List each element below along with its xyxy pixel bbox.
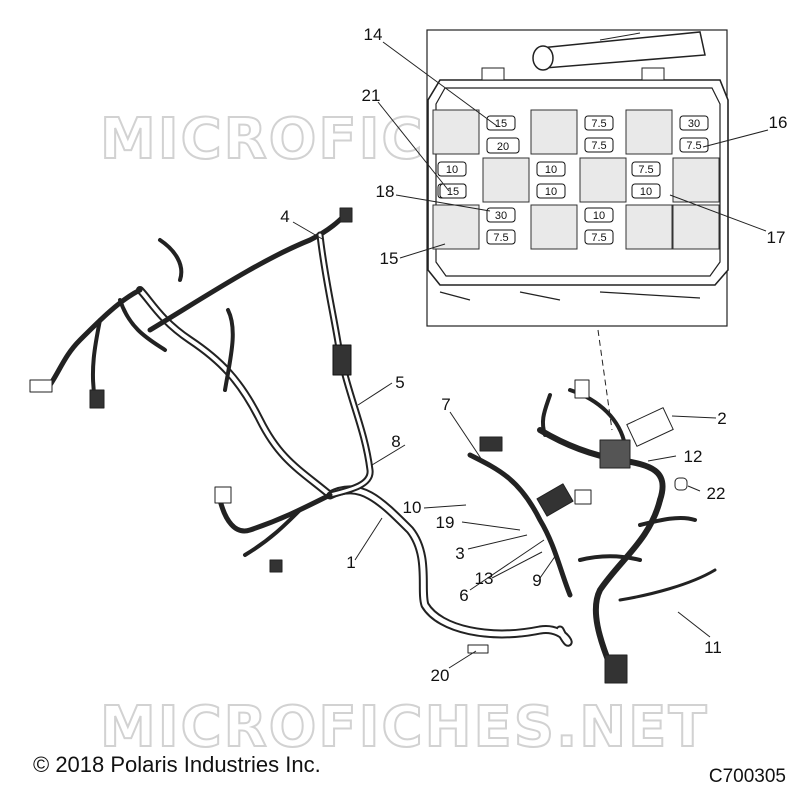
- part-number: C700305: [708, 766, 786, 787]
- callout-6: 6: [459, 586, 468, 605]
- callout-10: 10: [403, 498, 422, 517]
- svg-text:7.5: 7.5: [638, 164, 653, 176]
- fuse-7-5-d: 7.5: [631, 161, 661, 177]
- callout-5: 5: [395, 373, 404, 392]
- watermark-bottom: MICROFICHES.NET: [100, 695, 709, 760]
- fuse-30-a: 30: [679, 115, 709, 131]
- callout-15: 15: [380, 249, 399, 268]
- callout-12: 12: [684, 447, 703, 466]
- svg-text:15: 15: [495, 118, 507, 130]
- callout-21: 21: [362, 86, 381, 105]
- fuse-10-d: 10: [536, 183, 566, 199]
- svg-text:10: 10: [640, 186, 652, 198]
- callout-2: 2: [717, 409, 726, 428]
- fuse-7-5-b: 7.5: [584, 137, 614, 153]
- callout-17: 17: [767, 228, 786, 247]
- leader-lines: [292, 41, 769, 669]
- callout-16: 16: [769, 113, 788, 132]
- callout-1: 1: [346, 553, 355, 572]
- fuse-15-a: 15: [486, 115, 516, 131]
- fuse-10-e: 10: [631, 183, 661, 199]
- svg-text:7.5: 7.5: [686, 140, 701, 152]
- svg-text:10: 10: [446, 164, 458, 176]
- svg-text:7.5: 7.5: [591, 232, 606, 244]
- svg-text:10: 10: [545, 164, 557, 176]
- fuse-10-a: 10: [437, 161, 467, 177]
- fuse-20: 20: [486, 137, 520, 154]
- callout-8: 8: [391, 432, 400, 451]
- svg-text:30: 30: [688, 118, 700, 130]
- svg-text:7.5: 7.5: [591, 118, 606, 130]
- callout-9: 9: [532, 571, 541, 590]
- callout-19: 19: [436, 513, 455, 532]
- copyright-text: © 2018 Polaris Industries Inc.: [33, 752, 321, 777]
- fuse-15-c: 15: [439, 183, 467, 199]
- svg-text:7.5: 7.5: [493, 232, 508, 244]
- callout-20: 20: [431, 666, 450, 685]
- callout-7: 7: [441, 395, 450, 414]
- callout-4: 4: [280, 207, 289, 226]
- fuse-10-f: 10: [584, 207, 614, 223]
- fuse-30-b: 30: [486, 207, 516, 223]
- fuse-10-c: 10: [536, 161, 566, 177]
- svg-text:15: 15: [447, 186, 459, 198]
- callout-13: 13: [475, 569, 494, 588]
- callout-14: 14: [364, 25, 383, 44]
- fuse-7-5-e: 7.5: [486, 229, 516, 245]
- svg-text:20: 20: [497, 141, 509, 153]
- svg-text:10: 10: [593, 210, 605, 222]
- svg-text:7.5: 7.5: [591, 140, 606, 152]
- wire-harness: [29, 207, 717, 684]
- svg-text:30: 30: [495, 210, 507, 222]
- fuse-7-5-a: 7.5: [584, 115, 614, 131]
- callout-18: 18: [376, 182, 395, 201]
- callout-11: 11: [704, 638, 722, 657]
- fuse-7-5-c: 7.5: [679, 137, 709, 153]
- fuse-box-inset: 15 20 7.5 7.5 30 7.5 10 10 10 10 7.5 10 …: [426, 29, 729, 327]
- svg-text:10: 10: [545, 186, 557, 198]
- callout-22: 22: [707, 484, 726, 503]
- fuse-7-5-f: 7.5: [584, 229, 614, 245]
- callout-3: 3: [455, 544, 464, 563]
